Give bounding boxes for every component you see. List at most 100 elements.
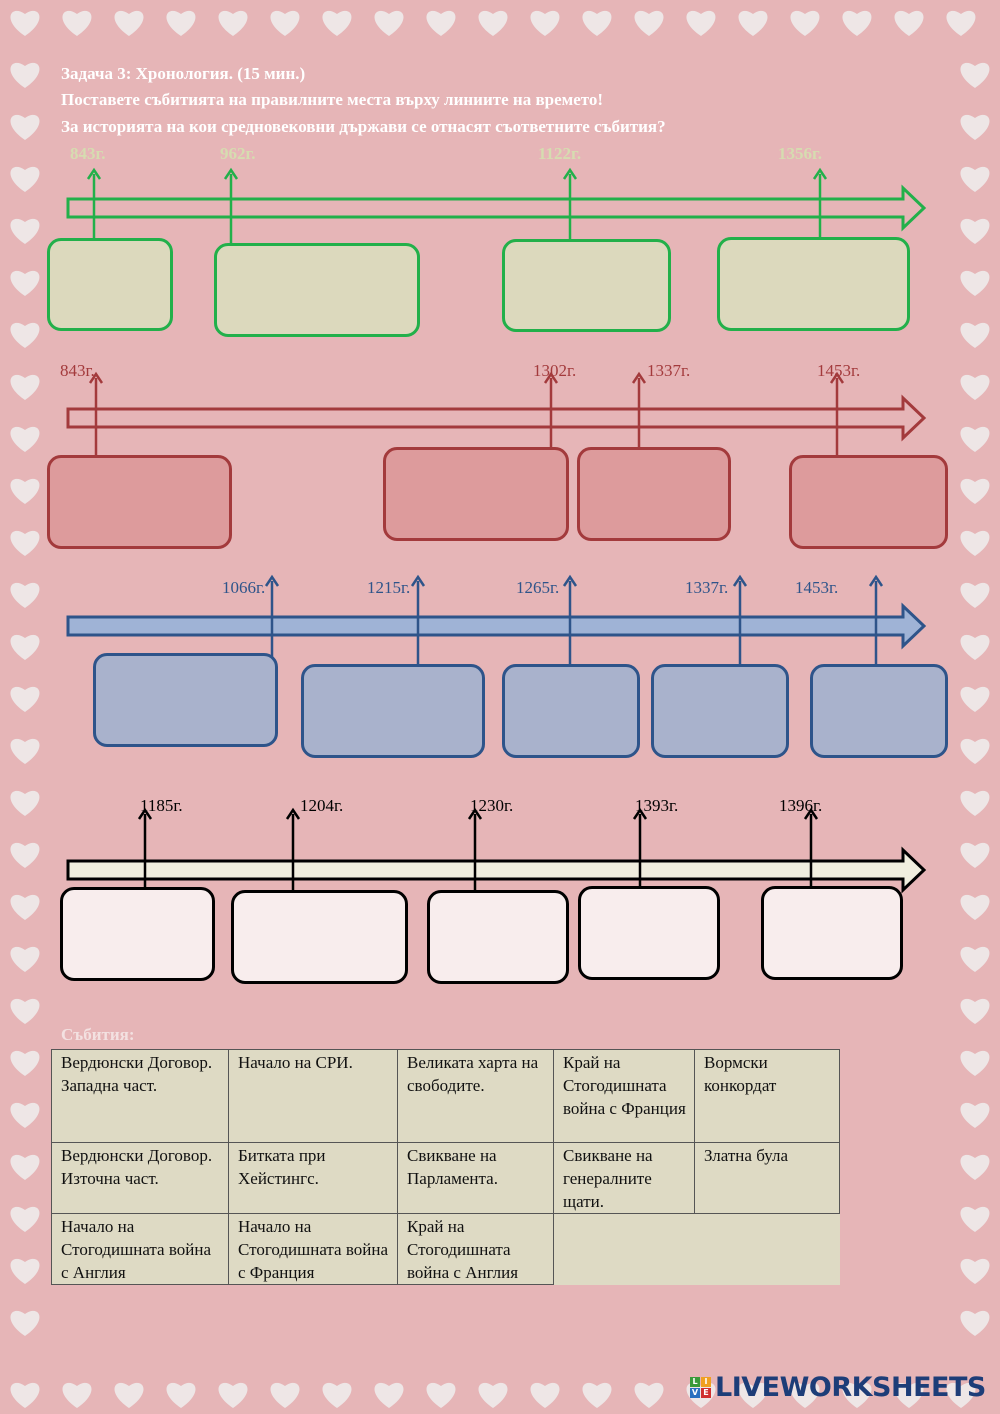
heart-icon	[478, 10, 508, 36]
event-card[interactable]: Начало на СРИ.	[228, 1049, 398, 1143]
heart-icon	[960, 738, 990, 764]
answer-drop-box[interactable]	[47, 455, 232, 549]
event-card[interactable]: Свикване на генералните щати.	[553, 1142, 695, 1214]
heart-icon	[960, 1102, 990, 1128]
heart-icon	[582, 10, 612, 36]
heart-icon	[10, 842, 40, 868]
event-card[interactable]: Битката при Хейстингс.	[228, 1142, 398, 1214]
events-title: Събития:	[61, 1025, 135, 1044]
heart-icon	[10, 946, 40, 972]
heart-icon	[960, 270, 990, 296]
heart-icon	[10, 1310, 40, 1336]
heart-icon	[960, 894, 990, 920]
answer-drop-box[interactable]	[578, 886, 720, 980]
heart-icon	[960, 166, 990, 192]
heart-icon	[960, 998, 990, 1024]
heart-icon	[894, 10, 924, 36]
event-card[interactable]: Начало на Стогодишната война с Англия	[51, 1213, 229, 1285]
heart-icon	[10, 1102, 40, 1128]
event-card[interactable]: Златна була	[694, 1142, 840, 1214]
event-card[interactable]: Вердюнски Договор. Западна част.	[51, 1049, 229, 1143]
answer-drop-box[interactable]	[502, 239, 671, 332]
heart-icon	[960, 374, 990, 400]
heart-icon	[686, 10, 716, 36]
timeline-date: 1265г.	[516, 578, 560, 597]
timeline-date: 1066г.	[222, 578, 266, 597]
answer-drop-box[interactable]	[577, 447, 731, 541]
timeline-date: 1356г.	[778, 144, 823, 163]
heart-icon	[960, 62, 990, 88]
heart-icon	[738, 1382, 768, 1408]
logo-letter: L	[690, 1377, 700, 1387]
events-table: Вердюнски Договор. Западна част. Начало …	[51, 1049, 840, 1285]
heart-icon	[10, 1258, 40, 1284]
heart-icon	[10, 530, 40, 556]
event-card[interactable]: Свикване на Парламента.	[397, 1142, 554, 1214]
event-card[interactable]: Край на Стогодишната война с Англия	[397, 1213, 554, 1285]
heart-icon	[62, 10, 92, 36]
event-card[interactable]: Вердюнски Договор. Източна част.	[51, 1142, 229, 1214]
heart-icon	[62, 1382, 92, 1408]
heart-icon	[960, 1050, 990, 1076]
heart-icon	[10, 634, 40, 660]
timeline-date: 962г.	[220, 144, 256, 163]
heart-icon	[790, 1382, 820, 1408]
heart-icon	[960, 790, 990, 816]
answer-drop-box[interactable]	[301, 664, 485, 758]
heart-icon	[960, 634, 990, 660]
empty-cell	[554, 1214, 840, 1285]
heart-icon	[530, 10, 560, 36]
heart-icon	[270, 10, 300, 36]
answer-drop-box[interactable]	[789, 455, 948, 549]
heart-icon	[960, 1310, 990, 1336]
timeline-date: 1230г.	[470, 796, 514, 815]
heart-icon	[842, 1382, 872, 1408]
heart-icon	[426, 10, 456, 36]
heart-icon	[10, 582, 40, 608]
answer-drop-box[interactable]	[47, 238, 173, 331]
heart-icon	[960, 530, 990, 556]
answer-drop-box[interactable]	[651, 664, 789, 758]
logo-letter: E	[701, 1388, 711, 1398]
heart-icon	[10, 1206, 40, 1232]
heart-icon	[10, 114, 40, 140]
answer-drop-box[interactable]	[93, 653, 278, 747]
logo-letter: I	[701, 1377, 711, 1387]
heart-icon	[270, 1382, 300, 1408]
heart-icon	[790, 10, 820, 36]
heart-icon	[114, 10, 144, 36]
answer-drop-box[interactable]	[810, 664, 948, 758]
heart-icon	[478, 1382, 508, 1408]
event-card[interactable]: Вормски конкордат	[694, 1049, 840, 1143]
heart-icon	[10, 1050, 40, 1076]
event-card[interactable]: Начало на Стогодишната война с Франция	[228, 1213, 398, 1285]
heart-icon	[582, 1382, 612, 1408]
heart-icon	[960, 686, 990, 712]
answer-drop-box[interactable]	[60, 887, 215, 981]
heart-icon	[10, 686, 40, 712]
instruction-1: Поставете събитията на правилните места …	[61, 90, 604, 109]
answer-drop-box[interactable]	[383, 447, 569, 541]
heart-icon	[960, 582, 990, 608]
heart-icon	[10, 270, 40, 296]
heart-icon	[960, 842, 990, 868]
heart-icon	[10, 426, 40, 452]
timeline-date: 1453г.	[817, 361, 861, 380]
heart-icon	[960, 478, 990, 504]
event-card[interactable]: Великата харта на свободите.	[397, 1049, 554, 1143]
event-card[interactable]: Край на Стогодишната война с Франция	[553, 1049, 695, 1143]
heart-icon	[10, 894, 40, 920]
heart-icon	[738, 10, 768, 36]
answer-drop-box[interactable]	[427, 890, 569, 984]
answer-drop-box[interactable]	[231, 890, 408, 984]
timeline-date: 1393г.	[635, 796, 679, 815]
heart-icon	[10, 166, 40, 192]
answer-drop-box[interactable]	[502, 664, 640, 758]
heart-icon	[960, 218, 990, 244]
heart-icon	[322, 10, 352, 36]
timeline-date: 1215г.	[367, 578, 411, 597]
answer-drop-box[interactable]	[761, 886, 903, 980]
answer-drop-box[interactable]	[214, 243, 420, 337]
answer-drop-box[interactable]	[717, 237, 910, 331]
